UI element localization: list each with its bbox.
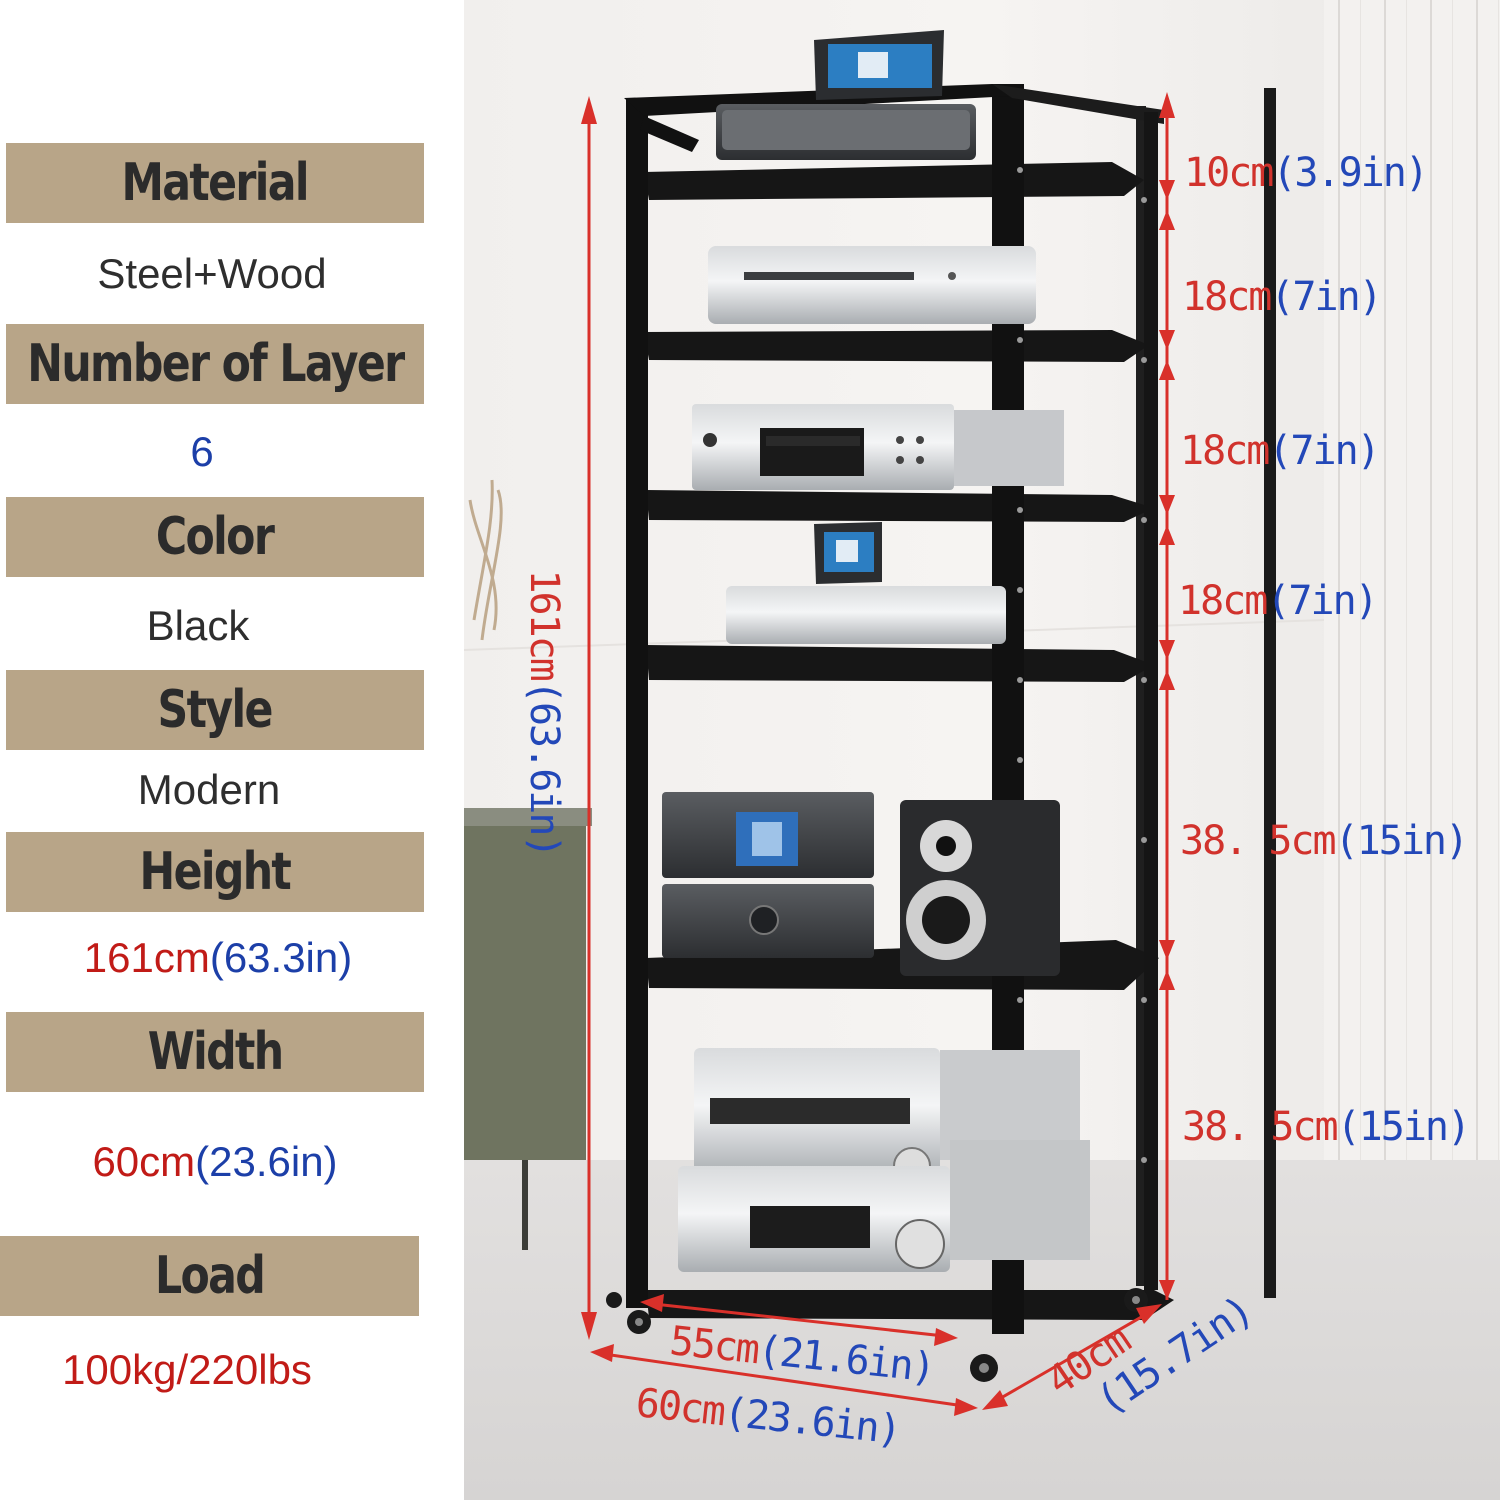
spec-value-width: 60cm(23.6in) (92, 1138, 338, 1185)
spec-value-color: Black (146, 602, 250, 649)
spec-label-height: Height (6, 832, 424, 912)
product-photo: 10cm(3.9in) 18cm(7in) 18cm(7in) 18cm(7in… (463, 0, 1500, 1500)
rack-illustration (463, 0, 1500, 1500)
spec-value-height: 161cm(63.3in) (83, 934, 353, 981)
spec-label-width: Width (6, 1012, 424, 1092)
gap-label-3: 18cm(7in) (1180, 428, 1381, 474)
spec-label-load: Load (0, 1236, 419, 1316)
spec-label-material: Material (6, 143, 424, 223)
gap-label-4: 18cm(7in) (1178, 578, 1379, 624)
total-height-label: 161cm(63.6in) (521, 569, 567, 857)
spec-label-color: Color (6, 497, 424, 577)
spec-value-number-of-layer: 6 (190, 428, 214, 475)
gap-label-1: 10cm(3.9in) (1184, 150, 1429, 196)
spec-label-number-of-layer: Number of Layer (6, 324, 424, 404)
spec-value-style: Modern (137, 766, 281, 813)
gap-label-2: 18cm(7in) (1182, 274, 1383, 320)
spec-value-load: 100kg/220lbs (62, 1346, 312, 1393)
gap-label-6: 38. 5cm(15in) (1182, 1104, 1471, 1150)
dimension-arrows (581, 92, 1175, 1416)
spec-label-style: Style (6, 670, 424, 750)
gap-label-5: 38. 5cm(15in) (1180, 818, 1469, 864)
spec-value-material: Steel+Wood (97, 250, 327, 297)
